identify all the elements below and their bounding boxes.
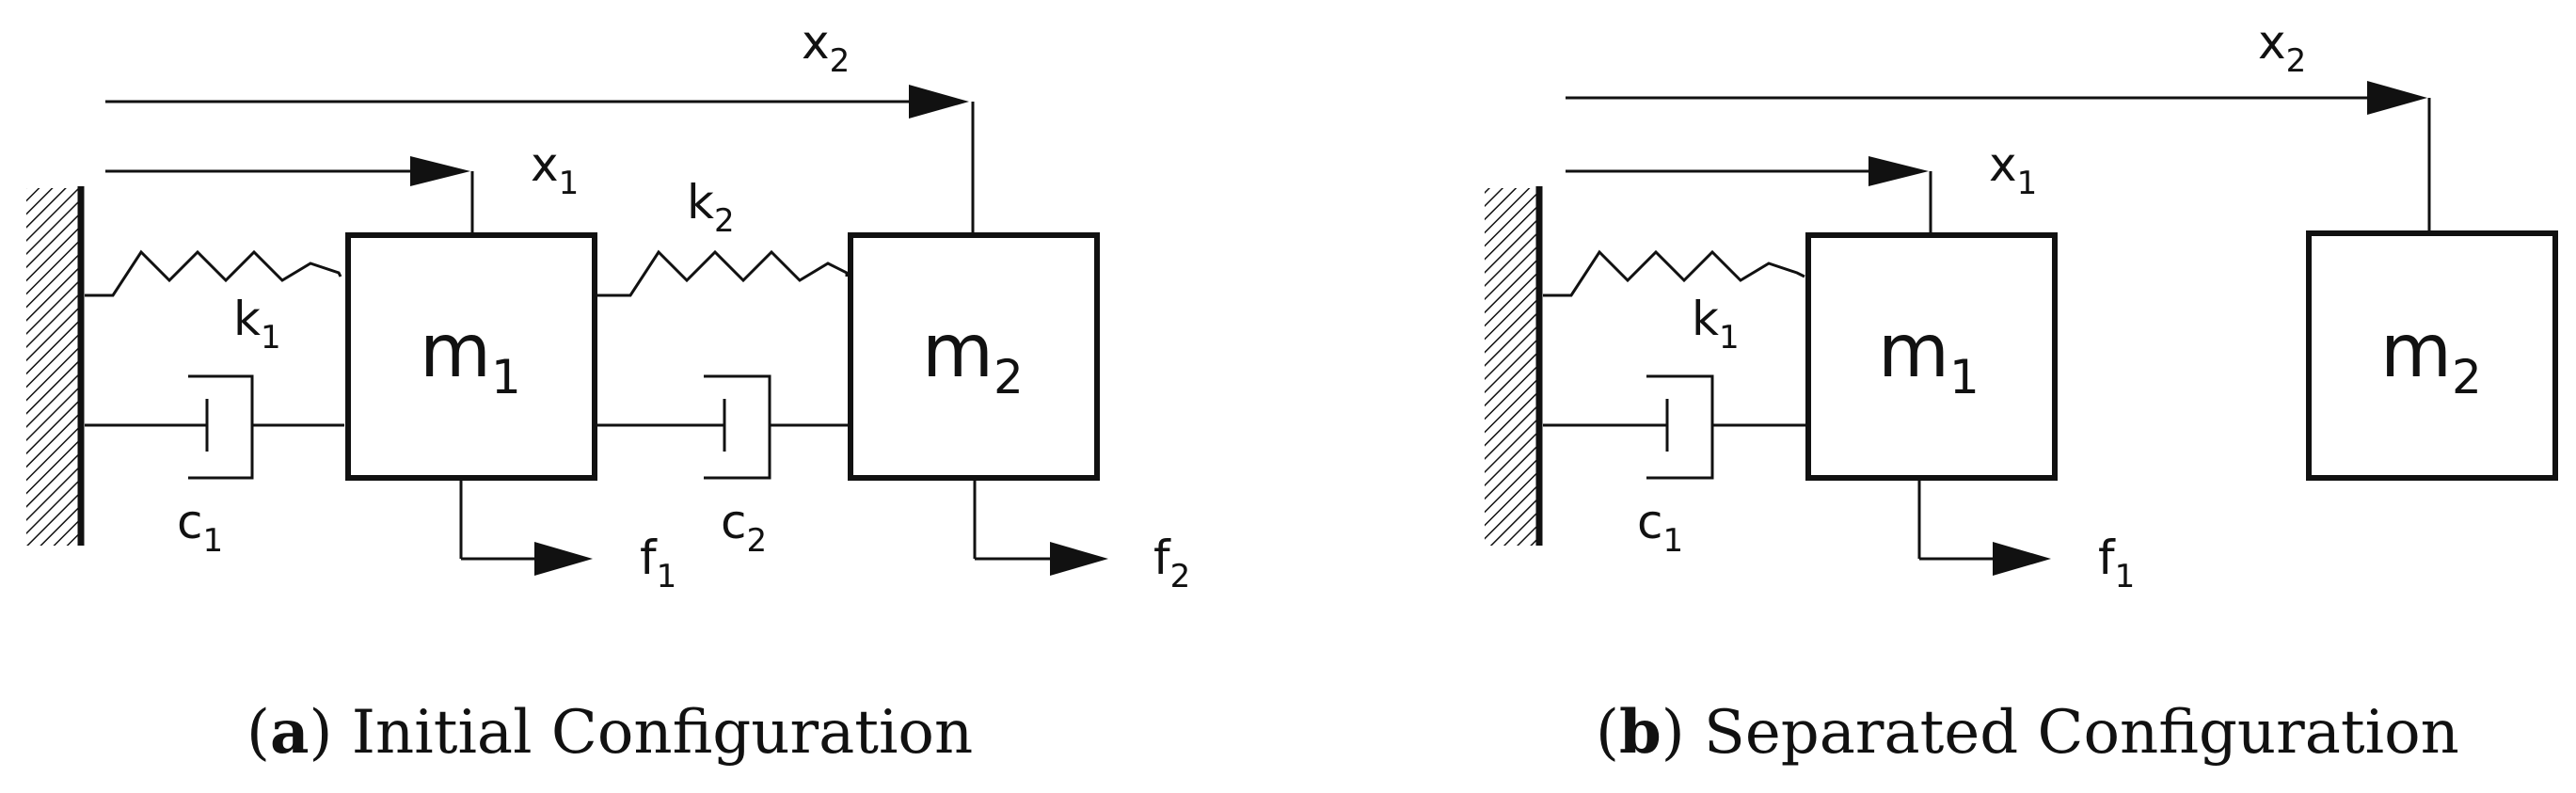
mass-m2 bbox=[848, 232, 1100, 481]
f1-label: f1 bbox=[640, 531, 676, 595]
c2-label: c2 bbox=[721, 495, 767, 560]
fixed-wall bbox=[26, 186, 85, 546]
m2-label: m2 bbox=[922, 309, 1024, 404]
k2-label: k2 bbox=[687, 175, 735, 240]
panel-a: x2 x1 k1 c1 m1 bbox=[26, 15, 1190, 768]
k1-label: k1 bbox=[233, 292, 281, 357]
x1-label: x1 bbox=[531, 137, 579, 202]
force-f1-arrow bbox=[1917, 480, 2051, 576]
m1-label: m1 bbox=[420, 309, 521, 404]
k1-label: k1 bbox=[1692, 292, 1740, 357]
m2-label: m2 bbox=[2380, 309, 2482, 404]
damper-c2 bbox=[596, 374, 849, 480]
force-f1-arrow bbox=[459, 480, 593, 576]
spring-k2 bbox=[596, 249, 849, 297]
f2-label: f2 bbox=[1153, 531, 1190, 595]
m1-label: m1 bbox=[1878, 309, 1980, 404]
x2-label: x2 bbox=[2258, 15, 2306, 80]
spring-k1 bbox=[85, 249, 342, 297]
x1-label: x1 bbox=[1989, 137, 2037, 202]
x1-displacement-arrow bbox=[105, 156, 474, 235]
f1-label: f1 bbox=[2098, 531, 2135, 595]
mass-m1 bbox=[1805, 232, 2058, 481]
x1-displacement-arrow bbox=[1566, 156, 1932, 235]
spring-k1 bbox=[1543, 249, 1805, 297]
fixed-wall bbox=[1485, 186, 1543, 546]
caption-b: (b) Separated Configuration bbox=[1596, 697, 2459, 768]
caption-a: (a) Initial Configuration bbox=[246, 697, 973, 768]
x2-displacement-arrow bbox=[105, 85, 975, 235]
force-f2-arrow bbox=[973, 480, 1108, 576]
x2-label: x2 bbox=[802, 15, 850, 80]
damper-c1 bbox=[1543, 374, 1806, 480]
panel-b: x2 x1 k1 c1 m1 bbox=[1485, 15, 2558, 768]
c1-label: c1 bbox=[1637, 495, 1683, 560]
mass-m2 bbox=[2306, 230, 2558, 481]
mass-m1 bbox=[345, 232, 597, 481]
x2-displacement-arrow bbox=[1566, 81, 2431, 231]
c1-label: c1 bbox=[177, 495, 223, 560]
damper-c1 bbox=[85, 374, 344, 480]
